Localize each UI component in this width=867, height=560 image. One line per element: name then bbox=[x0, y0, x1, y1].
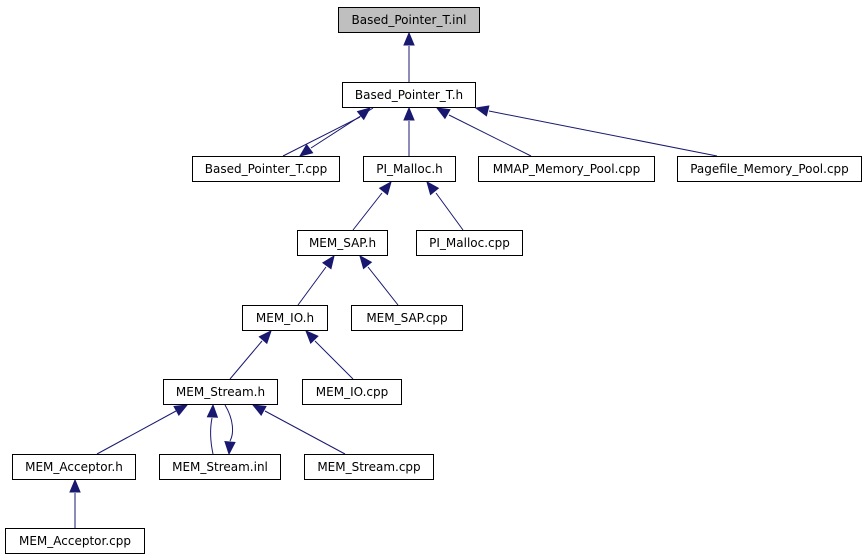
node-mem-acceptor-cpp[interactable]: MEM_Acceptor.cpp bbox=[5, 528, 145, 554]
edge-mem-sap-h-to-pi-malloc-h bbox=[352, 180, 392, 231]
node-mem-sap-h[interactable]: MEM_SAP.h bbox=[297, 230, 388, 256]
edge-mem-acceptor-h-to-mem-stream-h bbox=[96, 404, 189, 455]
node-mem-stream-h[interactable]: MEM_Stream.h bbox=[163, 379, 278, 405]
node-pagefile-memory-pool-cpp[interactable]: Pagefile_Memory_Pool.cpp bbox=[677, 156, 862, 182]
edge-based-pointer-t-cpp-to-based-pointer-t-h bbox=[282, 107, 372, 157]
node-pi-malloc-h[interactable]: PI_Malloc.h bbox=[363, 156, 456, 182]
edge-mem-stream-h-to-mem-stream-inl bbox=[224, 404, 236, 456]
edge-mem-acceptor-cpp-to-mem-acceptor-h bbox=[69, 478, 81, 528]
node-mem-stream-inl[interactable]: MEM_Stream.inl bbox=[159, 454, 281, 480]
node-based-pointer-t-h[interactable]: Based_Pointer_T.h bbox=[342, 82, 476, 108]
edge-pagefile-memory-pool-cpp-to-based-pointer-t-h bbox=[474, 105, 718, 157]
node-mem-acceptor-h[interactable]: MEM_Acceptor.h bbox=[12, 454, 136, 480]
edge-pi-malloc-cpp-to-pi-malloc-h bbox=[426, 180, 464, 231]
node-pi-malloc-cpp[interactable]: PI_Malloc.cpp bbox=[416, 230, 523, 256]
node-mmap-memory-pool-cpp[interactable]: MMAP_Memory_Pool.cpp bbox=[478, 156, 655, 182]
edge-based-pointer-t-h-to-based-pointer-t-inl bbox=[403, 31, 415, 82]
node-mem-io-h[interactable]: MEM_IO.h bbox=[242, 305, 328, 331]
edge-mem-io-cpp-to-mem-io-h bbox=[305, 330, 354, 380]
edge-mem-stream-cpp-to-mem-stream-h bbox=[251, 404, 346, 455]
node-mem-sap-cpp[interactable]: MEM_SAP.cpp bbox=[351, 305, 463, 331]
node-mem-io-cpp[interactable]: MEM_IO.cpp bbox=[302, 379, 402, 405]
edge-mmap-memory-pool-cpp-to-based-pointer-t-h bbox=[435, 107, 532, 157]
edge-pi-malloc-h-to-based-pointer-t-h bbox=[403, 106, 415, 156]
edge-based-pointer-t-h-to-based-pointer-t-cpp bbox=[298, 107, 374, 157]
node-based-pointer-t-cpp[interactable]: Based_Pointer_T.cpp bbox=[192, 156, 340, 182]
edge-mem-stream-inl-to-mem-stream-h bbox=[206, 403, 219, 455]
edge-mem-sap-cpp-to-mem-sap-h bbox=[359, 254, 399, 306]
node-mem-stream-cpp[interactable]: MEM_Stream.cpp bbox=[304, 454, 434, 480]
edge-mem-io-h-to-mem-sap-h bbox=[297, 254, 335, 306]
node-based-pointer-t-inl: Based_Pointer_T.inl bbox=[338, 7, 480, 33]
edge-mem-stream-h-to-mem-io-h bbox=[229, 330, 272, 380]
